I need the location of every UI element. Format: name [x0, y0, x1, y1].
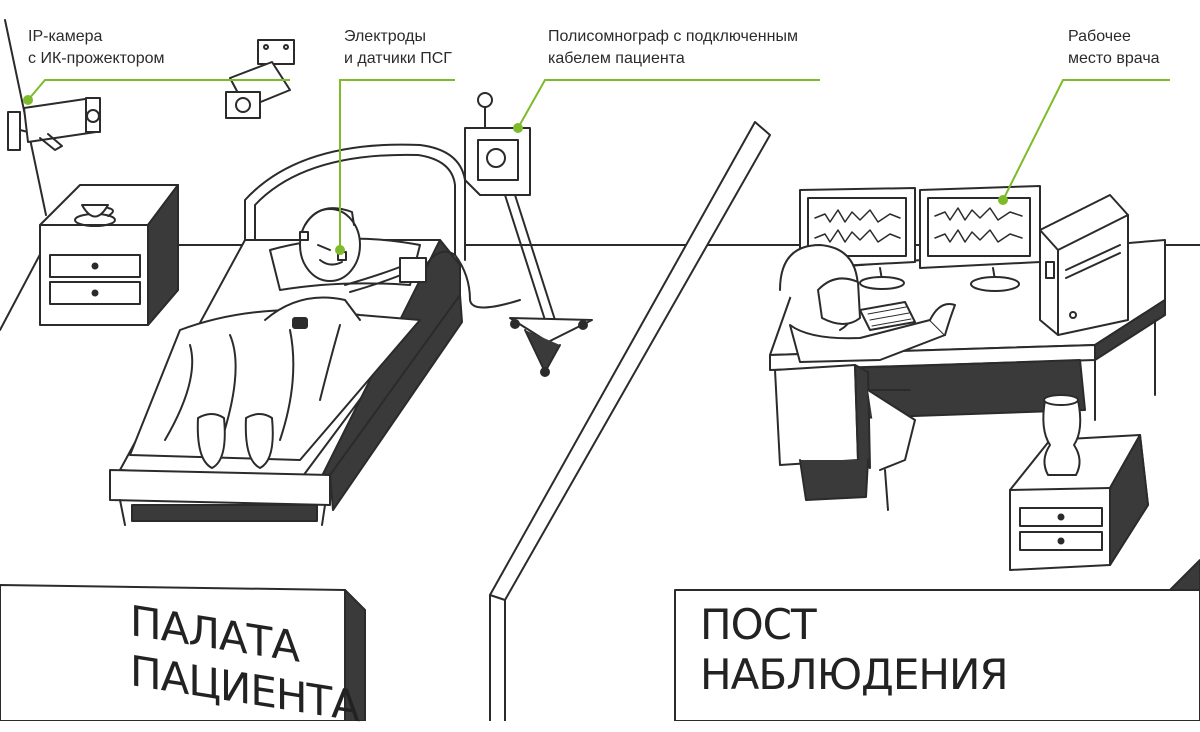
polysomnograph-stand — [464, 92, 593, 377]
pc-tower-icon — [1039, 194, 1129, 336]
callout-line-doctor — [998, 79, 1170, 205]
callout-camera-label: IP-камера с ИК-прожектором — [28, 28, 165, 67]
ip-camera-wall-icon — [7, 97, 101, 151]
partition-wall — [489, 121, 771, 721]
callout-doctor-label: Рабочее место врача — [1068, 28, 1160, 67]
floor-sign-patient-room — [0, 584, 366, 721]
nightstand-left — [39, 184, 179, 326]
nightstand-right — [1009, 394, 1149, 571]
callout-psg-label: Полисомнограф с подключенным кабелем пац… — [548, 28, 798, 67]
callout-line-camera — [23, 79, 290, 105]
monitor-right-icon — [919, 185, 1041, 292]
floor-sign-observation — [674, 559, 1200, 721]
office-chair — [774, 364, 916, 511]
patient-cable — [344, 250, 521, 309]
room-label-observation: ПОСТ НАБЛЮДЕНИЯ — [700, 600, 1009, 699]
callout-line-psg — [513, 79, 820, 133]
patient-bed — [109, 143, 466, 526]
doctor-figure — [779, 244, 956, 363]
keyboard-icon — [859, 301, 916, 331]
callout-line-electrodes — [335, 79, 455, 255]
callout-electrodes-label: Электроды и датчики ПСГ — [344, 28, 452, 67]
ip-camera-ceiling-icon — [225, 39, 295, 119]
